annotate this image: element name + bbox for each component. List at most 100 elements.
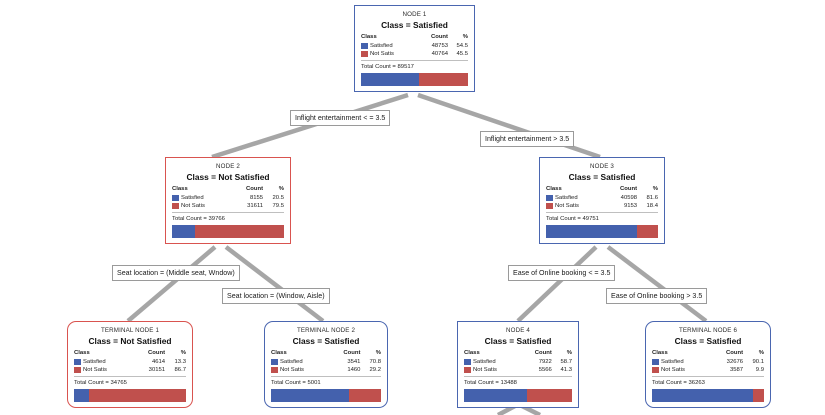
- node-1-distribution-bar: [361, 72, 468, 86]
- node-2-total: Total Count = 39766: [172, 212, 284, 223]
- node-1[interactable]: NODE 1 Class = Satisfied Class Count % S…: [354, 5, 475, 92]
- row-count: 8155: [249, 195, 264, 201]
- col-count: Count: [430, 34, 448, 40]
- col-class: Class: [74, 350, 90, 356]
- terminal-node-1-distribution-bar: [74, 388, 186, 402]
- row-count: 9153: [623, 203, 638, 209]
- table-row: Satisfied 48753 54.5: [361, 42, 468, 50]
- table-row: Satisfied 4614 13.3: [74, 358, 186, 366]
- split-label-seat-middle-window[interactable]: Seat location = (Middle seat, Wndow): [112, 265, 240, 281]
- row-count: 48753: [431, 43, 448, 49]
- table-row: Satisfied 3541 70.8: [271, 358, 381, 366]
- terminal-node-2-title: TERMINAL NODE 2: [296, 327, 356, 334]
- row-count: 7922: [538, 359, 552, 365]
- node-1-stats-table: Class Count % Satisfied 48753 54.5 Not S…: [361, 33, 468, 58]
- terminal-node-2-stats-table: Class Count % Satisfied 3541 70.8 Not Sa…: [271, 349, 381, 374]
- row-pct: 90.1: [752, 359, 764, 365]
- col-class: Class: [652, 350, 668, 356]
- table-row: Not Satis 31611 79.5: [172, 202, 284, 210]
- row-label: Satisfied: [74, 358, 134, 366]
- legend-swatch-satisfied-icon: [464, 358, 471, 366]
- edge-node3-terminal6: [606, 245, 708, 323]
- node-1-class: Class = Satisfied: [381, 20, 448, 30]
- table-row: Satisfied 8155 20.5: [172, 194, 284, 202]
- split-label-booking-gt[interactable]: Ease of Online booking > 3.5: [606, 288, 708, 304]
- row-label: Satisfied: [464, 358, 522, 366]
- node-1-total: Total Count = 89517: [361, 60, 468, 71]
- table-row: Not Satis 40764 45.5: [361, 50, 468, 58]
- node-3[interactable]: NODE 3 Class = Satisfied Class Count % S…: [539, 157, 665, 244]
- split-label-seat-window-aisle[interactable]: Seat location = (Window, Aisle): [222, 288, 330, 304]
- legend-swatch-not-satisfied-icon: [361, 50, 368, 58]
- node-4-title: NODE 4: [506, 327, 530, 334]
- node-2[interactable]: NODE 2 Class = Not Satisfied Class Count…: [165, 157, 291, 244]
- node-1-title: NODE 1: [402, 11, 427, 18]
- split-label-inflight-le[interactable]: Inflight entertainment < = 3.5: [290, 110, 391, 126]
- col-pct: %: [375, 350, 381, 356]
- col-class: Class: [172, 186, 188, 192]
- row-label: Not Satis: [74, 366, 134, 374]
- bar-segment-not-satisfied: [88, 388, 186, 402]
- bar-segment-not-satisfied: [348, 388, 381, 402]
- legend-swatch-not-satisfied-icon: [172, 202, 179, 210]
- bar-segment-satisfied: [271, 388, 349, 402]
- node-2-title: NODE 2: [216, 163, 240, 170]
- col-pct: %: [758, 350, 764, 356]
- bar-segment-satisfied: [361, 72, 420, 86]
- row-pct: 58.7: [560, 359, 572, 365]
- row-pct: 70.8: [369, 359, 381, 365]
- terminal-node-2-class: Class = Satisfied: [292, 336, 360, 346]
- table-row: Satisfied 40598 81.6: [546, 194, 658, 202]
- row-pct: 18.4: [646, 203, 658, 209]
- row-name: Not Satis: [280, 367, 304, 373]
- split-label-inflight-gt[interactable]: Inflight entertainment > 3.5: [480, 131, 575, 147]
- terminal-node-6[interactable]: TERMINAL NODE 6 Class = Satisfied Class …: [645, 321, 771, 408]
- col-class: Class: [361, 34, 377, 40]
- col-class: Class: [464, 350, 480, 356]
- split-label-booking-le[interactable]: Ease of Online booking < = 3.5: [508, 265, 616, 281]
- edge-node1-node3: [417, 92, 601, 160]
- col-pct: %: [566, 350, 572, 356]
- table-row: Not Satis 3587 9.9: [652, 366, 764, 374]
- node-4[interactable]: NODE 4 Class = Satisfied Class Count % S…: [457, 321, 579, 408]
- row-name: Satisfied: [370, 43, 393, 49]
- row-count: 31611: [247, 203, 264, 209]
- terminal-node-2-distribution-bar: [271, 388, 381, 402]
- terminal-node-1[interactable]: TERMINAL NODE 1 Class = Not Satisfied Cl…: [67, 321, 193, 408]
- stats-header-row: Class Count %: [361, 33, 468, 42]
- node-3-distribution-bar: [546, 224, 658, 238]
- terminal-node-6-stats-table: Class Count % Satisfied 32676 90.1 Not S…: [652, 349, 764, 374]
- row-label: Not Satis: [652, 366, 712, 374]
- row-label: Satisfied: [652, 358, 712, 366]
- row-label: Satisfied: [172, 194, 232, 202]
- terminal-node-2[interactable]: TERMINAL NODE 2 Class = Satisfied Class …: [264, 321, 388, 408]
- terminal-node-1-title: TERMINAL NODE 1: [100, 327, 160, 334]
- legend-swatch-satisfied-icon: [652, 358, 659, 366]
- col-class: Class: [271, 350, 287, 356]
- legend-swatch-satisfied-icon: [271, 358, 278, 366]
- bar-segment-not-satisfied: [637, 224, 658, 238]
- stats-header-row: Class Count %: [271, 349, 381, 358]
- col-count: Count: [620, 186, 638, 192]
- bar-segment-not-satisfied: [194, 224, 284, 238]
- edge-node1-node2: [211, 92, 409, 160]
- node-2-class: Class = Not Satisfied: [186, 172, 270, 182]
- row-count: 3541: [347, 359, 361, 365]
- stats-header-row: Class Count %: [546, 185, 658, 194]
- bar-segment-satisfied: [464, 388, 528, 402]
- edge-node3-node4: [516, 245, 598, 323]
- legend-swatch-not-satisfied-icon: [546, 202, 553, 210]
- bar-segment-satisfied: [546, 224, 638, 238]
- row-name: Not Satis: [661, 367, 685, 373]
- node-4-total: Total Count = 13488: [464, 376, 572, 387]
- bar-segment-not-satisfied: [419, 72, 468, 86]
- node-3-title: NODE 3: [590, 163, 614, 170]
- bar-segment-satisfied: [652, 388, 753, 402]
- col-pct: %: [278, 186, 284, 192]
- legend-swatch-satisfied-icon: [546, 194, 553, 202]
- stats-header-row: Class Count %: [464, 349, 572, 358]
- row-label: Not Satis: [172, 202, 232, 210]
- col-class: Class: [546, 186, 562, 192]
- row-pct: 13.3: [174, 359, 186, 365]
